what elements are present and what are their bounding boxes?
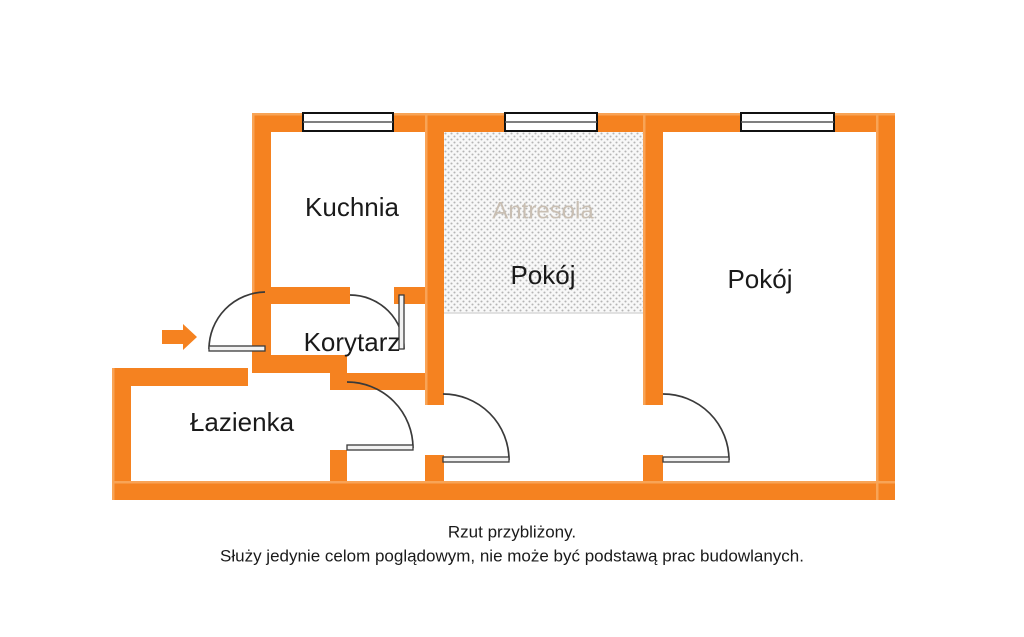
wall-mid-left-lower — [425, 455, 444, 500]
wall-bathroom-right-lower — [330, 450, 347, 500]
room-label-pokoj-right: Pokój — [727, 264, 792, 294]
door-room-right — [662, 393, 730, 463]
windows-group — [302, 112, 835, 132]
door-room-mid — [442, 393, 510, 463]
door-entrance — [208, 291, 266, 352]
door-kitchen — [349, 294, 405, 350]
wall-bathroom-top-left — [112, 368, 248, 386]
caption-line-1: Rzut przybliżony. — [448, 522, 576, 541]
room-label-pokoj-mid: Pokój — [510, 260, 575, 290]
entrance-arrow — [162, 324, 197, 350]
wall-mid-right-upper — [643, 113, 663, 405]
doors-group — [208, 291, 730, 463]
caption-line-2: Służy jedynie celom poglądowym, nie może… — [220, 546, 804, 565]
room-label-kuchnia: Kuchnia — [305, 192, 399, 222]
room-labels: Kuchnia Antresola Pokój Pokój Korytarz Ł… — [190, 192, 793, 437]
mezzanine-label-antresola: Antresola — [492, 197, 594, 224]
window-room-right — [740, 112, 835, 132]
wall-bathroom-left — [112, 368, 131, 500]
room-label-lazienka: Łazienka — [190, 407, 295, 437]
room-label-korytarz: Korytarz — [304, 327, 401, 357]
mezzanine-area — [444, 131, 643, 314]
wall-left-kitchen — [252, 113, 271, 292]
wall-kitchen-bottom-left — [252, 287, 350, 304]
wall-mid-right-lower — [643, 455, 663, 500]
window-kitchen — [302, 112, 394, 132]
wall-bathroom-top-right — [330, 373, 443, 390]
wall-right-exterior — [876, 113, 895, 500]
wall-bathroom-top-step — [252, 355, 347, 373]
walls — [112, 113, 895, 500]
wall-mid-left-upper — [425, 113, 444, 405]
wall-bottom-exterior — [112, 481, 895, 500]
caption: Rzut przybliżony. Służy jedynie celom po… — [220, 522, 804, 565]
door-bathroom — [346, 381, 414, 451]
window-room-mid — [504, 112, 598, 132]
wall-corridor-left — [252, 287, 271, 362]
